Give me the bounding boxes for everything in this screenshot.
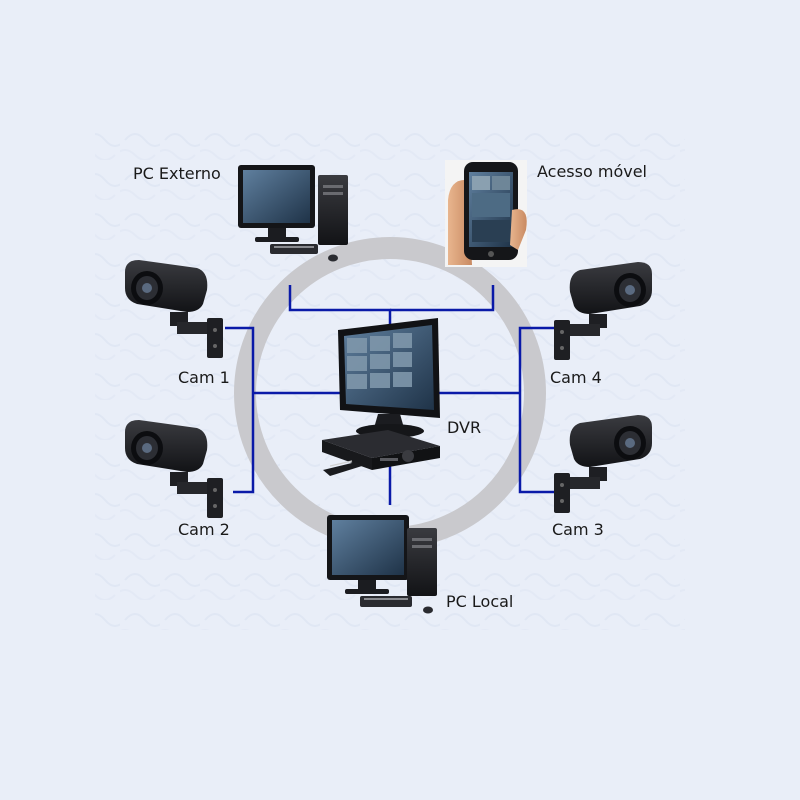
label-cam-2: Cam 2	[178, 520, 230, 540]
label-pc-local: PC Local	[446, 592, 513, 612]
label-acesso-movel: Acesso móvel	[537, 162, 647, 182]
label-cam-3: Cam 3	[552, 520, 604, 540]
label-pc-externo: PC Externo	[133, 164, 221, 184]
label-dvr: DVR	[447, 418, 481, 438]
dvr-monitor-device	[322, 318, 440, 476]
mobile-device	[445, 160, 527, 267]
label-cam-1: Cam 1	[178, 368, 230, 388]
label-cam-4: Cam 4	[550, 368, 602, 388]
smartphone-icon	[445, 160, 527, 267]
